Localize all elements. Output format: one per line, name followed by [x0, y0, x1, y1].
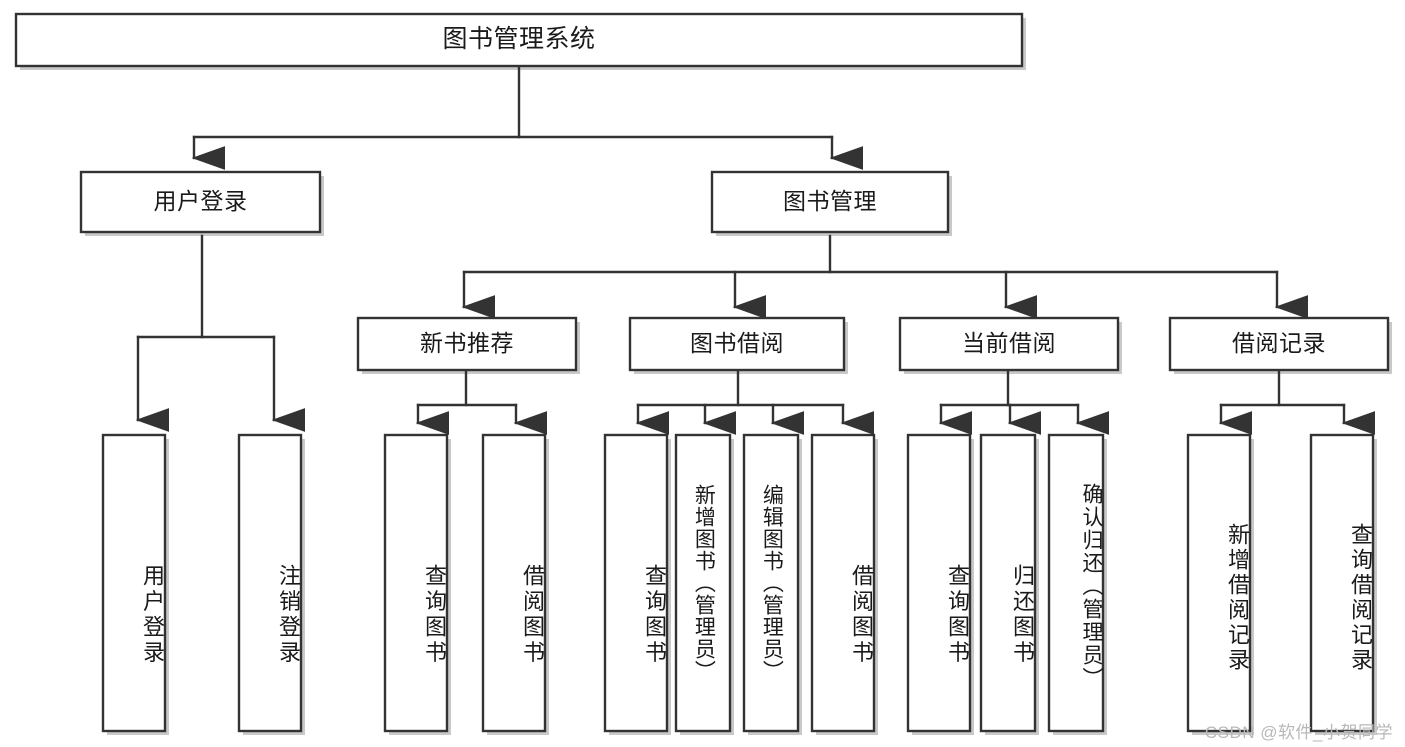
csdn-watermark: CSDN @软件_小贺同学 [1204, 723, 1393, 742]
node-boxes [14, 12, 1390, 733]
connectors [135, 64, 1376, 435]
